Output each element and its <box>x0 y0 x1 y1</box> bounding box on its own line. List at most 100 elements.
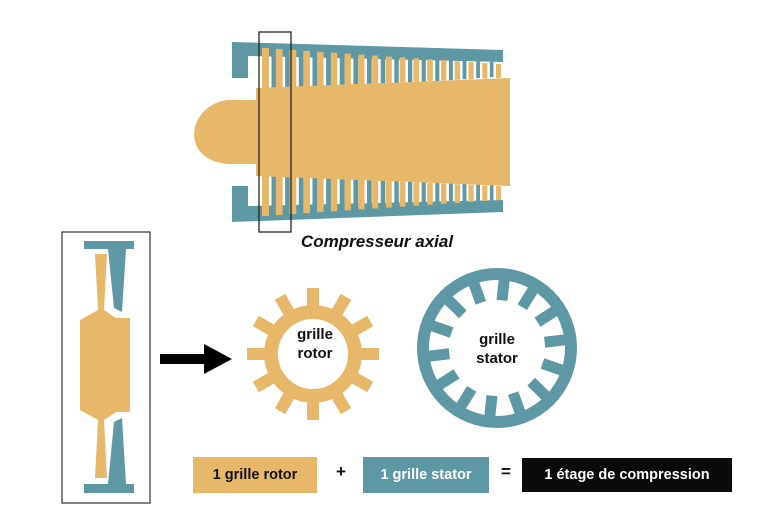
stator-vane <box>407 59 413 84</box>
stator-vane-tooth <box>433 369 460 392</box>
rotor-label-line1: grille <box>297 326 333 343</box>
rotor-blades-bottom <box>262 176 501 216</box>
rotor-blade <box>454 61 461 80</box>
rotor-tooth <box>307 288 319 312</box>
rotor-tooth <box>274 387 298 415</box>
stator-vane <box>394 59 399 85</box>
rotor-tooth <box>346 315 374 339</box>
rotor-blade <box>385 56 392 83</box>
rotor-ring-label: grille rotor <box>280 325 350 363</box>
stator-vane <box>435 180 440 202</box>
stator-vane-tooth <box>496 275 510 301</box>
stator-vane-tooth <box>543 333 570 348</box>
casing-bottom <box>232 186 503 222</box>
rotor-blade <box>440 183 447 204</box>
rotor-blades-top <box>262 48 501 88</box>
rotor-blade <box>440 60 447 81</box>
casing-top <box>232 42 503 78</box>
rotor-tooth <box>247 348 271 360</box>
rotor-blade <box>372 180 379 209</box>
rotor-ring <box>247 288 379 420</box>
rotor-blade <box>413 58 420 82</box>
rotor-box: 1 grille rotor <box>193 457 317 493</box>
rotor-blade <box>413 182 420 206</box>
rotor-blade <box>289 177 297 215</box>
stator-vane <box>421 59 426 83</box>
stator-vane <box>285 169 291 206</box>
stator-ring <box>417 268 577 428</box>
rotor-tooth <box>328 387 352 415</box>
rotor-drum <box>256 78 510 186</box>
rotor-blade <box>317 51 324 86</box>
stator-vane-tooth <box>454 385 477 413</box>
rotor-blade <box>468 62 474 80</box>
rotor-blade <box>275 176 283 216</box>
stator-vane <box>462 60 467 80</box>
stator-vane-tooth <box>534 304 561 327</box>
rotor-label-line2: rotor <box>297 345 333 362</box>
right-arrow-icon <box>160 344 232 374</box>
rotor-blade <box>358 54 365 84</box>
rotor-blade <box>303 50 310 87</box>
rotor-blade <box>289 49 297 87</box>
stator-vane <box>448 181 453 202</box>
stator-vane <box>339 57 345 89</box>
stator-vane <box>326 57 332 90</box>
rotor-tooth <box>346 369 374 393</box>
rotor-blade <box>427 59 433 81</box>
caption-label: Compresseur axial <box>300 232 454 251</box>
rotor-blade <box>482 185 488 201</box>
stator-vane <box>353 174 359 204</box>
stator-vane <box>380 176 386 204</box>
stator-vane <box>394 177 399 203</box>
rotor-blade <box>330 178 338 212</box>
stator-vane <box>271 168 277 206</box>
rotor-blade <box>262 48 269 88</box>
stator-vane <box>285 56 291 93</box>
stator-vane-tooth <box>527 377 553 403</box>
rotor-blade <box>496 186 501 200</box>
stator-vane <box>367 175 372 204</box>
rotor-blade <box>482 63 488 79</box>
stator-vane <box>476 183 480 201</box>
rotor-blade <box>385 181 392 208</box>
stator-vanes-top <box>271 56 494 94</box>
stator-vane-tooth <box>508 391 527 418</box>
stator-vane <box>298 170 305 206</box>
stator-vane <box>435 60 440 82</box>
rotor-nose <box>194 100 258 164</box>
rotor-blade <box>344 179 351 211</box>
stator-vane-tooth <box>427 319 454 338</box>
stator-vane <box>312 57 318 91</box>
stator-vane <box>367 58 372 87</box>
rotor-blade <box>358 180 365 210</box>
stator-vane-tooth <box>540 358 567 377</box>
rotor-blade <box>496 64 501 78</box>
compressor-casing <box>232 42 503 222</box>
compression-stage-box: 1 étage de compression <box>522 458 732 492</box>
rotor-tooth <box>252 315 280 339</box>
stator-label-line1: grille <box>479 331 515 348</box>
rotor-tooth <box>307 396 319 420</box>
stator-vane <box>312 171 318 205</box>
stator-vane <box>298 56 305 92</box>
stator-vane <box>489 184 494 201</box>
equals-sign: = <box>501 462 511 481</box>
rotor-tooth <box>355 348 379 360</box>
stage-detail <box>61 231 151 504</box>
rotor-blade <box>427 183 433 205</box>
rotor-blade <box>372 55 379 84</box>
rotor-blade <box>344 53 351 85</box>
stator-vane <box>489 61 494 78</box>
stator-vane-tooth <box>484 395 498 421</box>
rotor-blade <box>399 57 406 83</box>
stator-vane <box>339 173 345 205</box>
stator-vane-tooth <box>441 293 467 319</box>
stage-highlight-frame <box>258 31 292 233</box>
plus-sign: + <box>336 462 346 481</box>
rotor-blade <box>468 184 474 202</box>
stator-vanes-bottom <box>271 168 494 206</box>
stator-ring-label: grille stator <box>457 330 537 368</box>
stator-vane <box>407 178 413 203</box>
stator-vane <box>448 60 453 81</box>
